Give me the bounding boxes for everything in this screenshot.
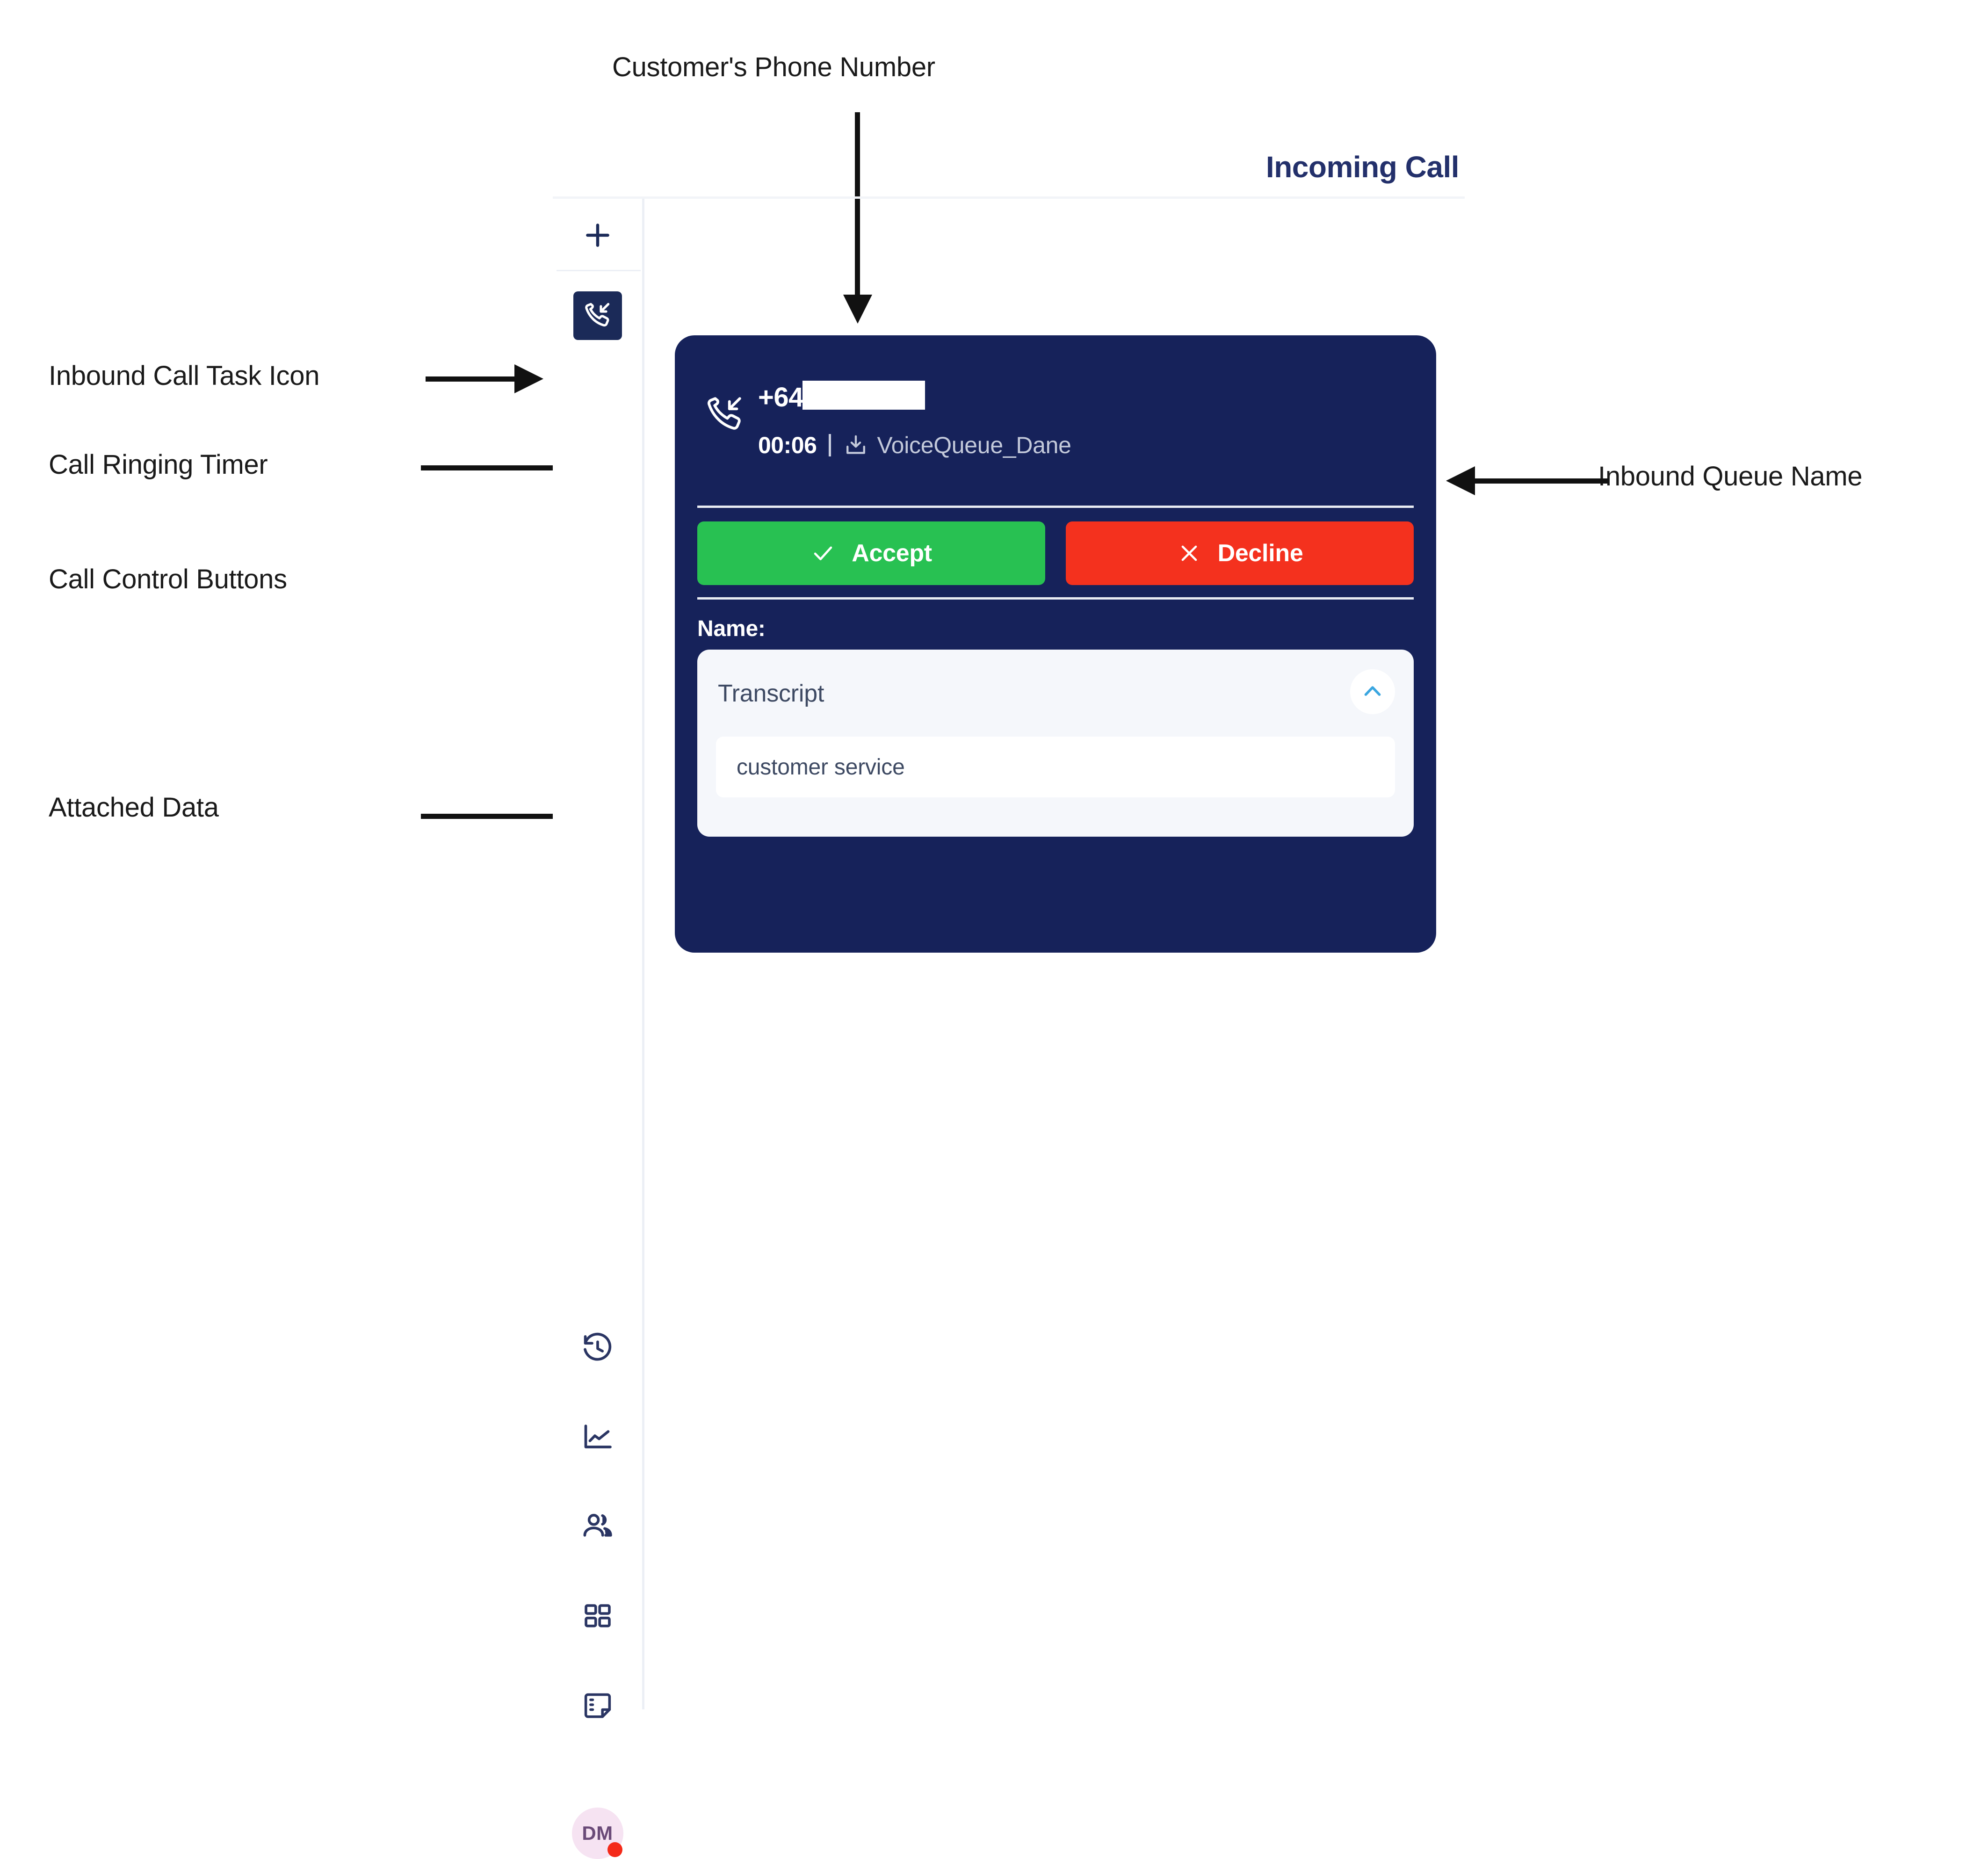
sidebar-item-analytics[interactable] <box>574 1415 621 1461</box>
grid-apps-icon <box>582 1601 614 1635</box>
transcript-collapse-button[interactable] <box>1350 669 1395 714</box>
call-ringing-timer: 00:06 <box>758 432 817 458</box>
chevron-up-icon <box>1360 679 1385 705</box>
line-chart-icon <box>581 1420 614 1456</box>
sidebar: DM <box>553 199 644 1859</box>
sidebar-item-contacts[interactable] <box>574 1504 621 1550</box>
inbound-call-icon <box>704 392 746 434</box>
annotation-label-call-ringing-timer: Call Ringing Timer <box>49 449 268 480</box>
attached-data-name-label: Name: <box>697 616 766 641</box>
decline-button-label: Decline <box>1217 540 1303 567</box>
history-clock-icon <box>581 1331 614 1367</box>
sidebar-item-apps[interactable] <box>574 1595 621 1642</box>
page-title: Incoming Call <box>1265 150 1460 184</box>
people-icon <box>581 1509 614 1545</box>
card-divider-top <box>697 506 1414 508</box>
incoming-call-card: +64 00:06 VoiceQueue_Dane <box>675 335 1436 953</box>
annotation-label-inbound-call-task-icon: Inbound Call Task Icon <box>49 361 320 391</box>
sidebar-item-add[interactable] <box>574 213 621 260</box>
caller-phone-number: +64 <box>758 378 925 416</box>
accept-button-label: Accept <box>852 540 932 567</box>
transcript-title: Transcript <box>718 680 824 707</box>
avatar[interactable]: DM <box>571 1808 623 1859</box>
status-badge <box>607 1842 622 1857</box>
sidebar-item-notes[interactable] <box>574 1684 621 1730</box>
avatar-initials: DM <box>582 1822 613 1844</box>
annotation-label-customers-phone-number: Customer's Phone Number <box>612 52 935 82</box>
phone-number-redaction-box <box>802 381 925 410</box>
decline-button[interactable]: Decline <box>1066 521 1414 585</box>
plus-icon <box>580 218 615 255</box>
check-icon <box>810 541 836 566</box>
call-meta: 00:06 VoiceQueue_Dane <box>758 431 1071 459</box>
app-window: Incoming Call <box>553 136 1465 1859</box>
phone-number-text: +64 <box>758 382 803 412</box>
annotation-label-attached-data: Attached Data <box>49 792 219 823</box>
sidebar-item-inbound-call-task[interactable] <box>573 291 622 340</box>
close-icon <box>1177 541 1202 566</box>
inbound-call-icon <box>583 300 613 332</box>
inbound-queue-icon <box>843 433 868 458</box>
annotation-label-call-control-buttons: Call Control Buttons <box>49 564 287 594</box>
accept-button[interactable]: Accept <box>697 521 1045 585</box>
sidebar-divider <box>557 270 641 271</box>
note-list-icon <box>581 1690 614 1725</box>
sidebar-item-history[interactable] <box>574 1326 621 1373</box>
transcript-value-text: customer service <box>737 754 905 780</box>
card-divider-bottom <box>697 597 1414 600</box>
transcript-panel: Transcript customer service <box>697 650 1414 837</box>
annotation-label-inbound-queue-name: Inbound Queue Name <box>1598 461 1863 492</box>
app-header: Incoming Call <box>553 136 1465 199</box>
call-control-buttons: Accept Decline <box>697 521 1414 585</box>
inbound-queue-name: VoiceQueue_Dane <box>877 432 1071 458</box>
transcript-value-field[interactable]: customer service <box>716 737 1395 797</box>
call-card-header: +64 00:06 VoiceQueue_Dane <box>675 335 1436 499</box>
meta-separator <box>829 434 831 456</box>
